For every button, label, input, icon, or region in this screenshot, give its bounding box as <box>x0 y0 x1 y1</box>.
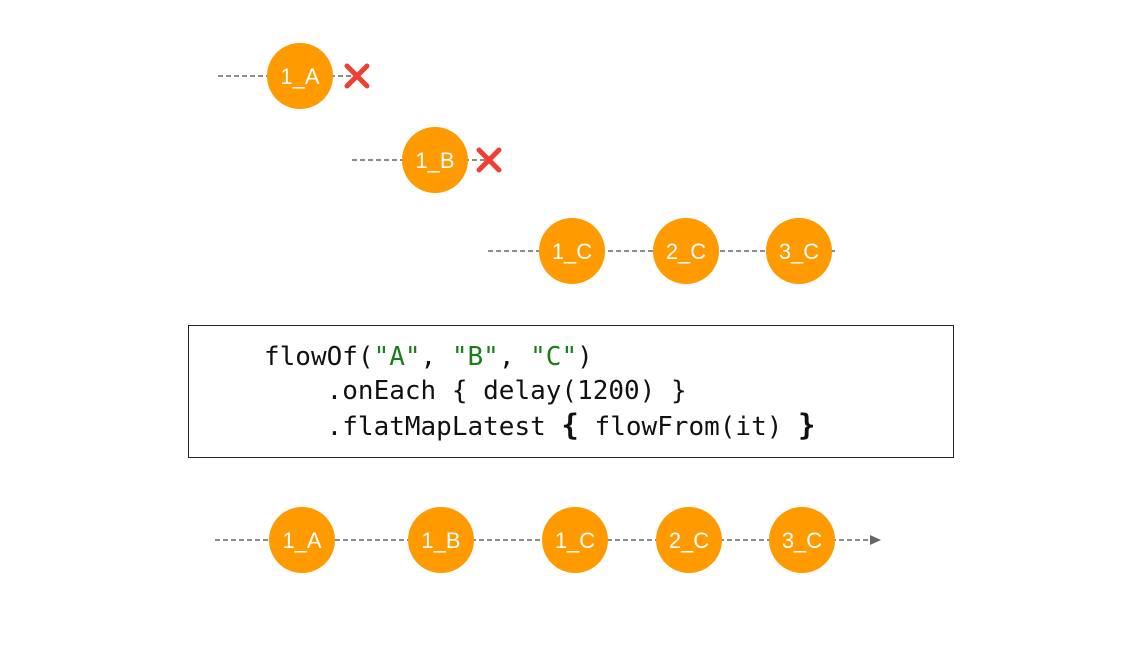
code-token: ) <box>577 342 593 372</box>
marble <box>769 507 835 573</box>
marble-label: 3_C <box>779 239 819 264</box>
code-line-1: flowOf("A", "B", "C") <box>264 340 816 374</box>
marble <box>539 218 605 284</box>
code-token: flowOf( <box>264 342 374 372</box>
marble-label: 1_B <box>415 148 454 173</box>
marble-label: 1_C <box>552 239 592 264</box>
marble-label: 1_A <box>282 528 321 553</box>
marble-label: 2_C <box>666 239 706 264</box>
code-line-3: .flatMapLatest { flowFrom(it) } <box>264 408 816 444</box>
marble <box>653 218 719 284</box>
code-brace: } <box>798 408 816 442</box>
code-token: , <box>498 342 531 372</box>
code-string: "A" <box>373 342 421 372</box>
marble <box>656 507 722 573</box>
code-string: "C" <box>530 342 578 372</box>
marble-label: 2_C <box>669 528 709 553</box>
marble <box>269 507 335 573</box>
cancel-x-icon <box>344 63 370 89</box>
arrow-head-icon <box>870 535 881 545</box>
code-box: flowOf("A", "B", "C") .onEach { delay(12… <box>188 325 954 458</box>
code-token: .flatMapLatest <box>264 412 562 442</box>
marble-label: 1_B <box>421 528 460 553</box>
marble <box>408 507 474 573</box>
marble-label: 3_C <box>782 528 822 553</box>
code-token: flowFrom(it) <box>578 412 799 442</box>
code-line-2: .onEach { delay(1200) } <box>264 376 687 406</box>
marble <box>267 43 333 109</box>
marble-label: 1_C <box>555 528 595 553</box>
marble <box>542 507 608 573</box>
marble <box>766 218 832 284</box>
code-string: "B" <box>451 342 499 372</box>
marble <box>402 127 468 193</box>
code-brace: { <box>561 408 579 442</box>
code-snippet: flowOf("A", "B", "C") .onEach { delay(12… <box>264 340 816 444</box>
code-token: , <box>420 342 452 372</box>
marble-label: 1_A <box>280 64 319 89</box>
cancel-x-icon <box>476 147 502 173</box>
